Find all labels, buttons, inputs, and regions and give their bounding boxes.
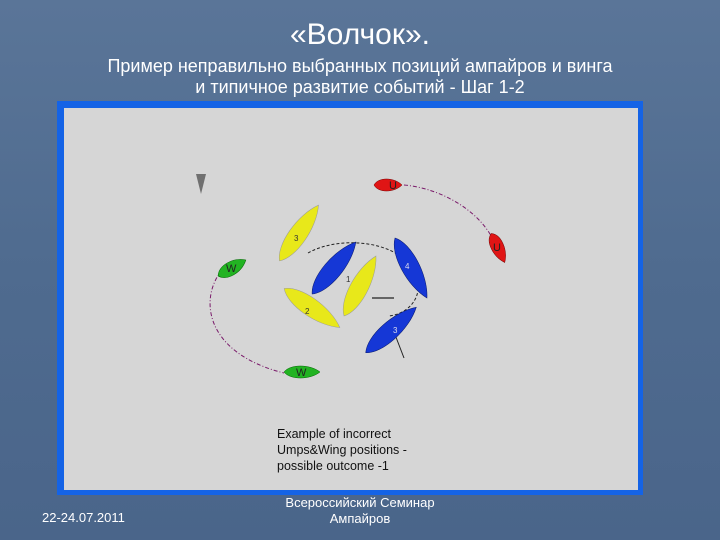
yellow-boat-low (283, 288, 341, 328)
yellow-label-mid: 1 (346, 275, 351, 284)
blue-label-low: 3 (393, 326, 398, 335)
umpire-boat-right (488, 233, 506, 263)
wing-label-left: W (226, 263, 237, 275)
subtitle-line-2: и типичное развитие событий - Шаг 1-2 (195, 77, 525, 97)
footer-line-1: Всероссийский Семинар (285, 495, 435, 510)
umpire-label-right: U (493, 242, 501, 254)
caption-line-3: possible outcome -1 (277, 459, 389, 473)
umpire-boat-top (373, 178, 403, 192)
blue-boat-low (365, 306, 417, 354)
subtitle-line-1: Пример неправильно выбранных позиций амп… (107, 56, 613, 76)
umpire-label-top: U (389, 180, 397, 192)
yellow-label-low: 2 (305, 307, 310, 316)
blue-label-right: 4 (405, 262, 410, 271)
diagram-caption: Example of incorrect Umps&Wing positions… (277, 426, 447, 474)
yellow-label-top: 3 (294, 234, 299, 243)
wing-boat-bottom (283, 365, 321, 379)
umpire-track (403, 184, 497, 247)
yellow-boat-mid (342, 255, 377, 317)
wing-boat-left (217, 259, 247, 278)
diagram-panel: U U W W 3 1 2 4 (64, 108, 638, 490)
wing-label-bottom: W (296, 367, 307, 379)
footer-line-2: Ампайров (329, 511, 391, 526)
slide-footer: Всероссийский Семинар Ампайров (270, 495, 450, 527)
diagram-canvas: U U W W 3 1 2 4 (196, 174, 506, 379)
caption-line-2: Umps&Wing positions - (277, 443, 407, 457)
slide-subtitle: Пример неправильно выбранных позиций амп… (40, 56, 680, 98)
yellow-boat-top (279, 204, 319, 262)
blue-boat-left (311, 241, 357, 295)
caption-line-1: Example of incorrect (277, 427, 391, 441)
mark-buoy (196, 174, 206, 194)
slide-title: «Волчок». (289, 18, 431, 51)
wing-track (209, 269, 285, 374)
blue-boat-right (393, 237, 428, 299)
slide-date: 22-24.07.2011 (42, 510, 125, 525)
